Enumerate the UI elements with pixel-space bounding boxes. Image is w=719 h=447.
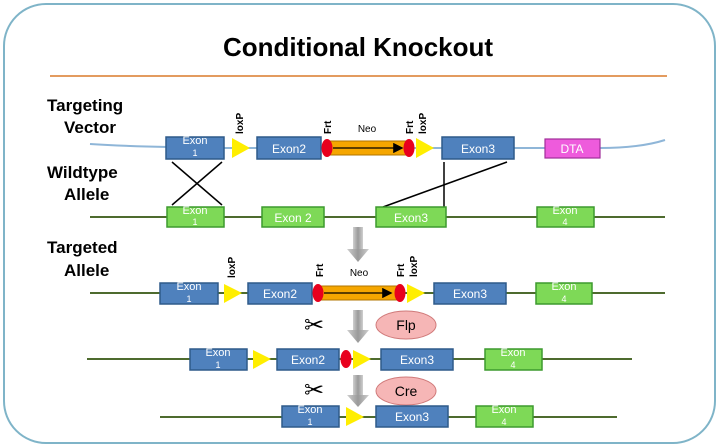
svg-text:Exon: Exon <box>176 281 201 293</box>
tv-loxp-2-icon <box>416 138 434 158</box>
cre-enzyme-badge: Cre <box>375 376 437 406</box>
svg-text:Exon: Exon <box>552 205 577 217</box>
svg-text:Exon: Exon <box>182 135 207 147</box>
svg-text:Exon2: Exon2 <box>263 287 297 301</box>
svg-text:Exon: Exon <box>491 404 516 416</box>
svg-text:Exon2: Exon2 <box>272 142 306 156</box>
svg-text:1: 1 <box>192 217 197 227</box>
wt-exon-1: Exon 1 <box>166 205 225 228</box>
tv-frt-left-label: Frt <box>323 120 334 134</box>
ta-exon-2: Exon2 <box>247 282 313 305</box>
tv-exon-3: Exon3 <box>441 136 515 160</box>
tv-loxp-1-label: loxP <box>235 113 246 134</box>
cre-exon-4: Exon 4 <box>475 404 534 428</box>
diagram-title: Conditional Knockout <box>223 32 493 62</box>
svg-text:Exon: Exon <box>500 347 525 359</box>
tv-neo-label: Neo <box>358 124 377 135</box>
svg-text:DTA: DTA <box>560 142 583 156</box>
ta-loxp-2-icon <box>407 284 425 303</box>
svg-text:4: 4 <box>562 217 567 227</box>
wt-exon-3: Exon3 <box>375 206 447 228</box>
flp-exon-1: Exon 1 <box>189 347 248 371</box>
tv-exon-1: Exon 1 <box>165 135 225 160</box>
svg-text:Exon: Exon <box>182 205 207 217</box>
crossover-line-1b <box>171 161 223 206</box>
ta-loxp-2-label: loxP <box>409 256 420 277</box>
tv-neo-cassette <box>326 140 412 156</box>
targeted-allele-label: Targeted Allele <box>47 238 122 280</box>
tv-loxp-1-icon <box>232 138 250 158</box>
process-arrow-2 <box>347 310 369 343</box>
flp-exon-2: Exon2 <box>276 348 340 371</box>
svg-text:1: 1 <box>192 148 197 158</box>
svg-text:1: 1 <box>186 294 191 304</box>
ta-loxp-1-icon <box>224 284 242 303</box>
process-arrow-1 <box>347 227 369 262</box>
diagram-frame <box>3 3 716 444</box>
wildtype-allele-label: Wildtype Allele <box>47 163 122 204</box>
svg-text:Exon2: Exon2 <box>291 353 325 367</box>
scissors-icon: ✂ <box>304 376 324 404</box>
ta-exon-3: Exon3 <box>433 282 507 305</box>
flp-enzyme-badge: Flp <box>375 310 437 340</box>
svg-text:Exon3: Exon3 <box>400 353 434 367</box>
tv-frt-right-icon <box>403 139 415 157</box>
tv-dta-box: DTA <box>544 138 601 159</box>
process-arrow-3 <box>347 375 369 407</box>
svg-text:Exon 2: Exon 2 <box>274 211 312 225</box>
vector-backbone-right <box>599 139 666 149</box>
vector-backbone-left <box>89 143 169 148</box>
svg-text:4: 4 <box>510 360 515 370</box>
svg-text:Exon3: Exon3 <box>395 410 429 424</box>
ta-neo-label: Neo <box>350 268 369 279</box>
wt-exon-4: Exon 4 <box>536 205 595 228</box>
scissors-icon: ✂ <box>304 311 324 339</box>
tv-exon-2: Exon2 <box>256 136 322 160</box>
flp-exon-3: Exon3 <box>380 348 454 371</box>
tv-frt-right-label: Frt <box>405 120 416 134</box>
svg-text:Exon: Exon <box>205 347 230 359</box>
wt-exon-2: Exon 2 <box>261 206 325 228</box>
targeting-vector-label: Targeting Vector <box>47 96 128 137</box>
svg-text:Exon: Exon <box>551 281 576 293</box>
svg-text:Exon3: Exon3 <box>453 287 487 301</box>
flp-exon-4: Exon 4 <box>484 347 543 371</box>
ta-frt-left-label: Frt <box>315 263 326 277</box>
ta-exon-4: Exon 4 <box>535 281 593 305</box>
ta-frt-left-icon <box>312 284 324 302</box>
svg-text:1: 1 <box>307 417 312 427</box>
flp-loxp-1-icon <box>253 350 271 369</box>
svg-text:Flp: Flp <box>396 317 416 333</box>
crossover-line-2a <box>382 161 508 208</box>
svg-text:Exon3: Exon3 <box>461 142 495 156</box>
ta-frt-right-icon <box>394 284 406 302</box>
ta-exon-1: Exon 1 <box>159 281 219 305</box>
svg-text:Exon: Exon <box>297 404 322 416</box>
ta-loxp-1-label: loxP <box>227 257 238 278</box>
cre-exon-3: Exon3 <box>375 405 449 428</box>
svg-text:1: 1 <box>215 360 220 370</box>
flp-loxp-2-icon <box>353 350 371 369</box>
svg-text:4: 4 <box>561 294 566 304</box>
svg-text:4: 4 <box>501 417 506 427</box>
cre-exon-1: Exon 1 <box>281 404 340 428</box>
cre-loxp-icon <box>346 407 364 426</box>
flp-frt-icon <box>340 350 352 368</box>
svg-text:Cre: Cre <box>395 383 418 399</box>
tv-frt-left-icon <box>321 139 333 157</box>
svg-text:Exon3: Exon3 <box>394 211 428 225</box>
ta-neo-cassette <box>317 285 401 301</box>
tv-loxp-2-label: loxP <box>418 113 429 134</box>
ta-frt-right-label: Frt <box>396 263 407 277</box>
